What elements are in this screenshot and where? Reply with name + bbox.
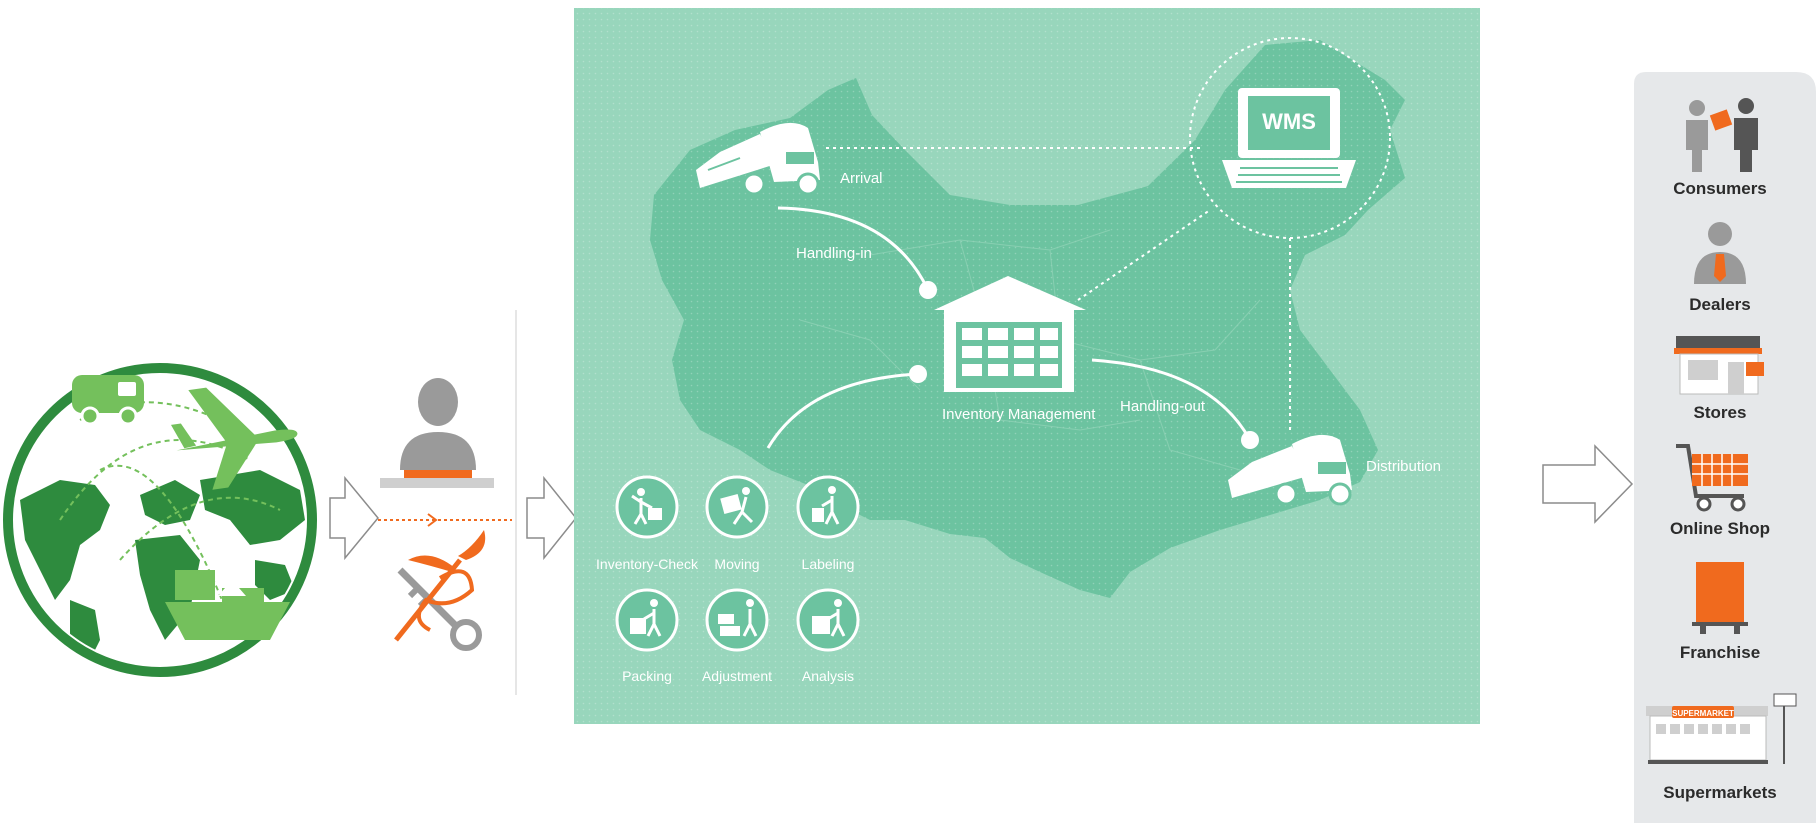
warehouse-icon xyxy=(934,276,1086,392)
channel-label: Stores xyxy=(1694,403,1747,422)
wms-laptop-icon xyxy=(1222,88,1356,188)
handling-out-label: Handling-out xyxy=(1120,398,1206,415)
channel-label: Online Shop xyxy=(1670,519,1770,538)
supermarket-sign: SUPERMARKET xyxy=(1672,709,1734,718)
connector-arrowhead xyxy=(427,513,438,527)
inventory-management-label: Inventory Management xyxy=(942,406,1096,423)
shopping-cart-icon xyxy=(1676,444,1748,512)
distribution-label: Distribution xyxy=(1366,458,1441,475)
arrival-truck-icon xyxy=(696,122,820,196)
activity-inventory-check: Inventory-Check xyxy=(596,475,699,572)
warehouse-map-panel: WMS Arrival Handling-in Inventory Manage… xyxy=(574,8,1480,724)
channel-label: Supermarkets xyxy=(1663,783,1776,802)
flow-arrow xyxy=(329,475,379,561)
handling-in-label: Handling-in xyxy=(796,245,872,262)
supermarket-icon: SUPERMARKET xyxy=(1646,693,1797,764)
activity-label: Adjustment xyxy=(702,668,772,684)
activity-analysis: Analysis xyxy=(796,588,860,684)
channel-label: Franchise xyxy=(1680,643,1760,662)
channel-label: Consumers xyxy=(1673,179,1767,198)
dealers-icon xyxy=(1694,222,1746,284)
van-icon xyxy=(72,375,144,426)
activity-label: Moving xyxy=(714,556,759,572)
franchise-icon xyxy=(1692,562,1748,634)
globe-icon xyxy=(3,363,317,677)
wms-label: WMS xyxy=(1262,109,1316,134)
activity-label: Packing xyxy=(622,668,672,684)
flow-arrow xyxy=(526,475,577,561)
flow-arrow xyxy=(1542,444,1634,524)
arrival-label: Arrival xyxy=(840,170,883,187)
stores-icon xyxy=(1674,336,1764,395)
key-caduceus-icon xyxy=(394,530,486,651)
consumers-icon xyxy=(1686,98,1758,172)
airplane-icon xyxy=(170,387,298,490)
activity-moving: Moving xyxy=(705,475,769,572)
activity-packing: Packing xyxy=(615,588,679,684)
activity-label: Analysis xyxy=(802,668,854,684)
activity-adjustment: Adjustment xyxy=(702,588,772,684)
channel-label: Dealers xyxy=(1689,295,1750,314)
activity-labeling: Labeling xyxy=(796,475,860,572)
channel-sidebar: Consumers Dealers Stores xyxy=(1634,72,1816,823)
activity-label: Labeling xyxy=(802,556,855,572)
cargo-ship-icon xyxy=(165,570,290,640)
distribution-truck-icon xyxy=(1228,434,1352,506)
activity-label: Inventory-Check xyxy=(596,556,699,572)
person-at-desk-icon xyxy=(380,378,494,488)
